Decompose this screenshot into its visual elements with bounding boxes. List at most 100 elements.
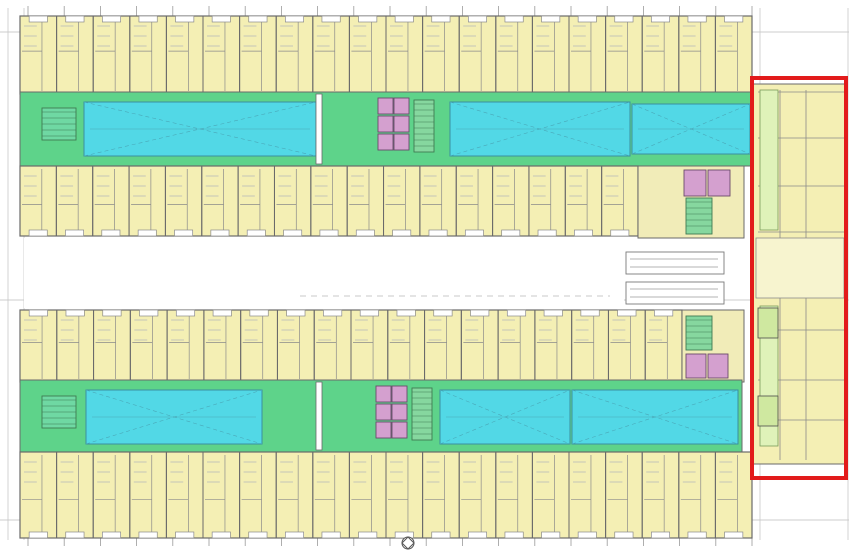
balcony bbox=[396, 309, 416, 317]
east-stair bbox=[757, 395, 779, 427]
apartment-unit bbox=[346, 165, 385, 237]
lift-shaft bbox=[393, 133, 410, 151]
balcony bbox=[101, 229, 121, 237]
pool bbox=[83, 101, 317, 157]
lift-shaft bbox=[377, 115, 394, 133]
pool bbox=[631, 103, 751, 155]
balcony bbox=[246, 229, 266, 237]
lift-shaft bbox=[685, 353, 707, 379]
balcony bbox=[212, 309, 232, 317]
balcony bbox=[537, 229, 557, 237]
pool bbox=[571, 389, 739, 445]
east-block bbox=[750, 76, 848, 480]
balcony bbox=[321, 531, 341, 539]
balcony bbox=[504, 15, 524, 23]
courtyard-open bbox=[24, 238, 624, 308]
stair bbox=[411, 387, 433, 441]
balcony bbox=[428, 229, 448, 237]
apartment-unit bbox=[92, 451, 131, 539]
lift-shaft bbox=[375, 421, 392, 439]
balcony bbox=[283, 229, 303, 237]
balcony bbox=[614, 15, 634, 23]
lift-shaft bbox=[391, 403, 408, 421]
balcony bbox=[687, 15, 707, 23]
apartment-unit bbox=[564, 165, 603, 237]
lift-shaft bbox=[707, 169, 731, 197]
balcony bbox=[431, 15, 451, 23]
apartment-unit bbox=[714, 451, 753, 539]
north-arrow-circle bbox=[401, 536, 415, 550]
note-frame bbox=[625, 251, 725, 275]
balcony bbox=[724, 15, 744, 23]
balcony bbox=[610, 229, 630, 237]
apartment-unit bbox=[458, 451, 497, 539]
balcony bbox=[321, 15, 341, 23]
balcony bbox=[248, 531, 268, 539]
balcony bbox=[175, 309, 196, 317]
lift-shaft bbox=[393, 115, 410, 133]
unit-row bbox=[19, 165, 639, 237]
balcony bbox=[541, 15, 561, 23]
balcony bbox=[101, 531, 121, 539]
stair bbox=[413, 99, 435, 153]
balcony bbox=[211, 15, 231, 23]
lift-core bbox=[375, 385, 433, 441]
note-frame bbox=[625, 281, 725, 305]
balcony bbox=[506, 309, 527, 317]
balcony bbox=[617, 309, 637, 317]
north-arrow-diamond bbox=[401, 536, 415, 550]
balcony bbox=[285, 15, 305, 23]
lift-shaft bbox=[377, 133, 394, 151]
stair bbox=[685, 197, 713, 235]
balcony bbox=[650, 531, 670, 539]
east-hall bbox=[755, 237, 845, 299]
lift-shaft bbox=[377, 97, 394, 115]
balcony bbox=[28, 15, 48, 23]
balcony bbox=[358, 15, 378, 23]
balcony bbox=[358, 531, 378, 539]
balcony bbox=[65, 309, 85, 317]
balcony bbox=[138, 531, 158, 539]
apartment-unit bbox=[571, 309, 609, 383]
balcony bbox=[28, 309, 48, 317]
balcony bbox=[65, 229, 84, 237]
balcony bbox=[174, 229, 194, 237]
note-box bbox=[625, 251, 725, 275]
balcony bbox=[577, 15, 597, 23]
pool bbox=[439, 389, 571, 445]
balcony bbox=[541, 531, 561, 539]
balcony bbox=[139, 309, 159, 317]
balcony bbox=[577, 531, 597, 539]
balcony bbox=[614, 531, 634, 539]
balcony bbox=[101, 15, 121, 23]
balcony bbox=[359, 309, 379, 317]
balcony bbox=[504, 531, 524, 539]
highlight-box bbox=[750, 76, 848, 480]
balcony bbox=[65, 15, 85, 23]
lift-shaft bbox=[375, 403, 392, 421]
divider bbox=[315, 93, 323, 165]
balcony bbox=[687, 531, 707, 539]
balcony bbox=[65, 531, 85, 539]
lift-shaft bbox=[391, 421, 408, 439]
lift-shaft bbox=[393, 97, 410, 115]
apartment-unit bbox=[383, 165, 421, 237]
north-stair-cluster bbox=[637, 165, 745, 239]
east-corridor bbox=[759, 89, 779, 231]
balcony bbox=[102, 309, 122, 317]
balcony bbox=[319, 229, 339, 237]
balcony bbox=[468, 15, 488, 23]
balcony bbox=[468, 531, 488, 539]
balcony bbox=[433, 309, 453, 317]
balcony bbox=[28, 229, 48, 237]
balcony bbox=[210, 229, 230, 237]
balcony bbox=[394, 15, 414, 23]
balcony bbox=[650, 15, 670, 23]
south-stair-cluster bbox=[681, 309, 745, 383]
balcony bbox=[138, 15, 158, 23]
apartment-unit bbox=[534, 309, 573, 383]
east-stair bbox=[757, 307, 779, 339]
balcony bbox=[248, 15, 268, 23]
balcony bbox=[501, 229, 521, 237]
